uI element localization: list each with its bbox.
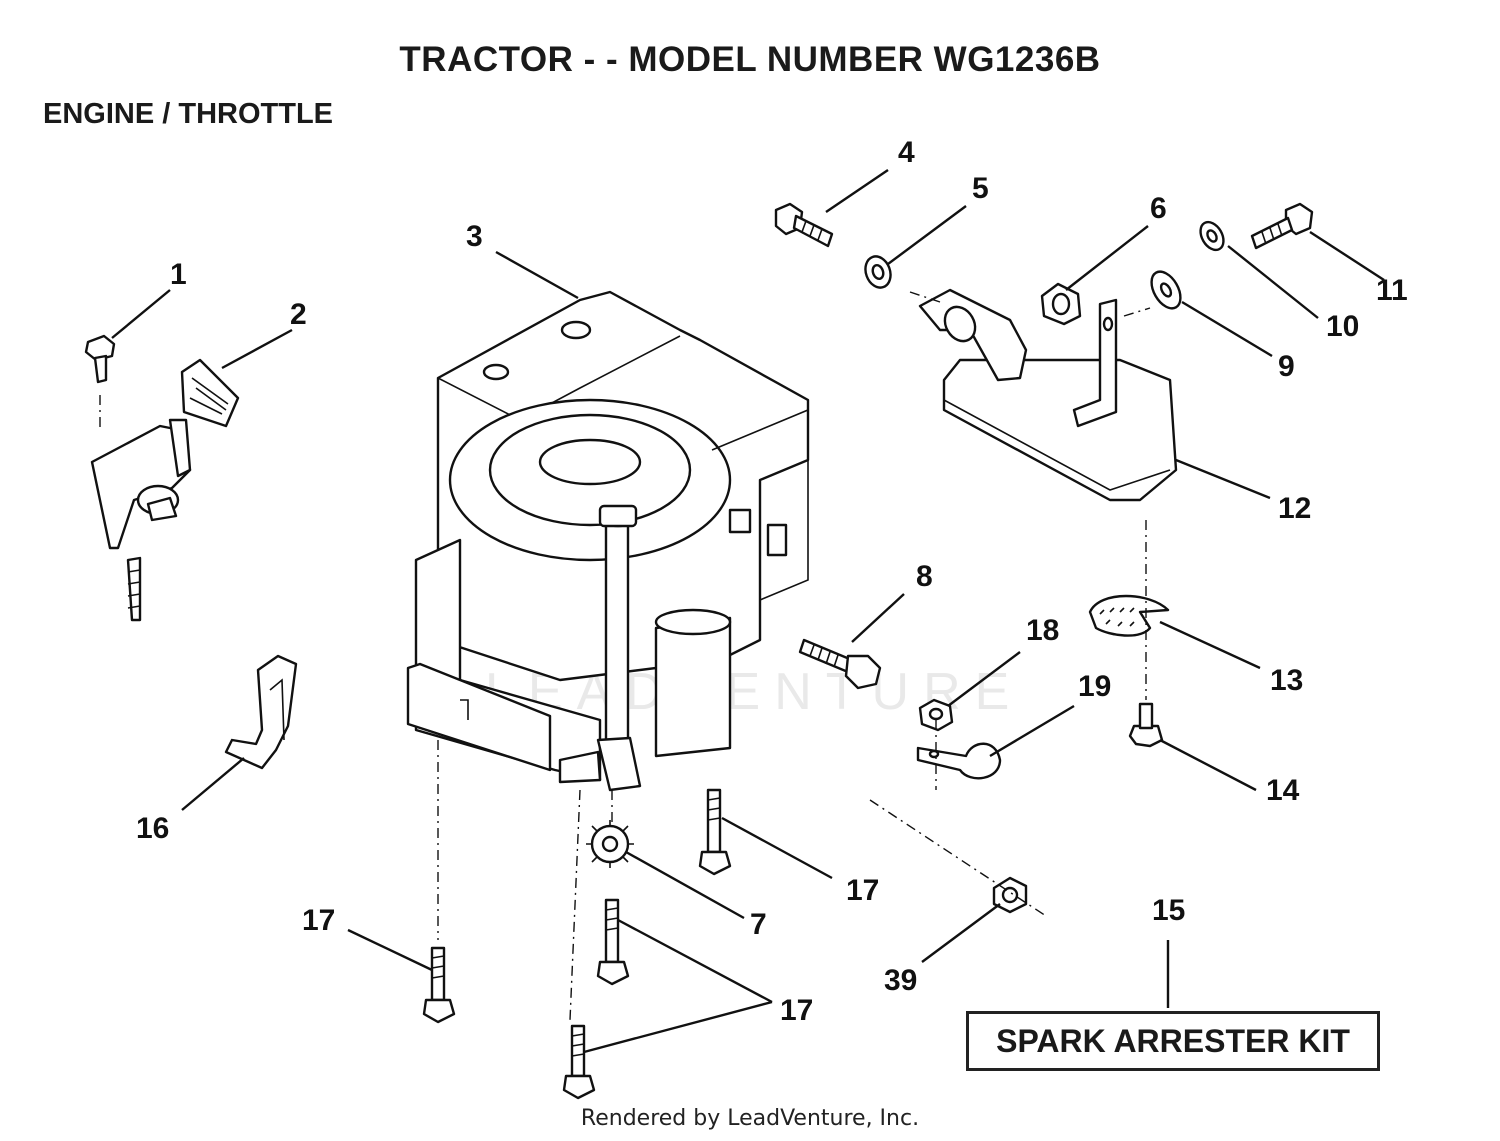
callout-5: 5	[972, 172, 989, 205]
part-17-bolt-a[interactable]	[698, 788, 732, 876]
part-19-clamp[interactable]	[916, 720, 1002, 790]
spark-arrester-kit-box[interactable]: SPARK ARRESTER KIT	[966, 1011, 1380, 1071]
section-title: ENGINE / THROTTLE	[43, 98, 333, 130]
part-10-washer[interactable]	[1196, 218, 1228, 254]
callout-4: 4	[898, 136, 915, 169]
callout-1: 1	[170, 258, 187, 291]
callout-10: 10	[1326, 310, 1359, 343]
callout-15: 15	[1152, 894, 1185, 927]
part-17-bolt-d[interactable]	[562, 1024, 596, 1100]
part-17-bolt-c[interactable]	[422, 946, 456, 1024]
callout-9: 9	[1278, 350, 1295, 383]
callout-16: 16	[136, 812, 169, 845]
part-14-screw[interactable]	[1128, 520, 1164, 748]
callout-17-c: 17	[780, 994, 813, 1027]
callout-17-a: 17	[846, 874, 879, 907]
spark-arrester-kit-label: SPARK ARRESTER KIT	[996, 1022, 1350, 1059]
callout-12: 12	[1278, 492, 1311, 525]
callout-14: 14	[1266, 774, 1300, 807]
part-1-bolt[interactable]	[84, 334, 116, 428]
callout-17-b: 17	[302, 904, 335, 937]
part-5-washer[interactable]	[861, 253, 894, 291]
callout-8: 8	[916, 560, 933, 593]
callout-11: 11	[1376, 274, 1408, 307]
callout-7: 7	[750, 908, 767, 941]
callout-2: 2	[290, 298, 307, 331]
callout-3: 3	[466, 220, 483, 253]
part-16-bracket[interactable]	[224, 654, 298, 770]
part-8-bolt[interactable]	[798, 638, 882, 690]
part-13-spark-arrester-screen[interactable]	[1088, 594, 1170, 637]
part-12-muffler[interactable]	[909, 288, 1178, 502]
page-title: TRACTOR - - MODEL NUMBER WG1236B	[399, 40, 1101, 79]
callout-6: 6	[1150, 192, 1167, 225]
callout-13: 13	[1270, 664, 1303, 697]
part-3-engine[interactable]	[406, 290, 810, 1021]
callout-19: 19	[1078, 670, 1111, 703]
part-18-nut[interactable]	[918, 698, 954, 732]
part-2-throttle-control[interactable]	[90, 358, 240, 622]
part-7-lock-washer[interactable]	[586, 820, 634, 868]
callout-18: 18	[1026, 614, 1059, 647]
part-9-washer[interactable]	[1146, 267, 1187, 314]
callout-39: 39	[884, 964, 917, 997]
part-4-bolt[interactable]	[774, 202, 834, 248]
leader-lines	[111, 169, 1385, 1054]
part-39-nut[interactable]	[869, 799, 1047, 917]
part-6-gasket[interactable]	[1040, 282, 1082, 326]
callout-labels: 1 2 3 4 5 6 7 8 9 10 11 12 13 14 15 16 1…	[136, 136, 1408, 1027]
part-17-bolt-b[interactable]	[596, 898, 630, 986]
footer-credit: Rendered by LeadVenture, Inc.	[580, 1106, 920, 1131]
part-11-bolt[interactable]	[1250, 202, 1314, 250]
